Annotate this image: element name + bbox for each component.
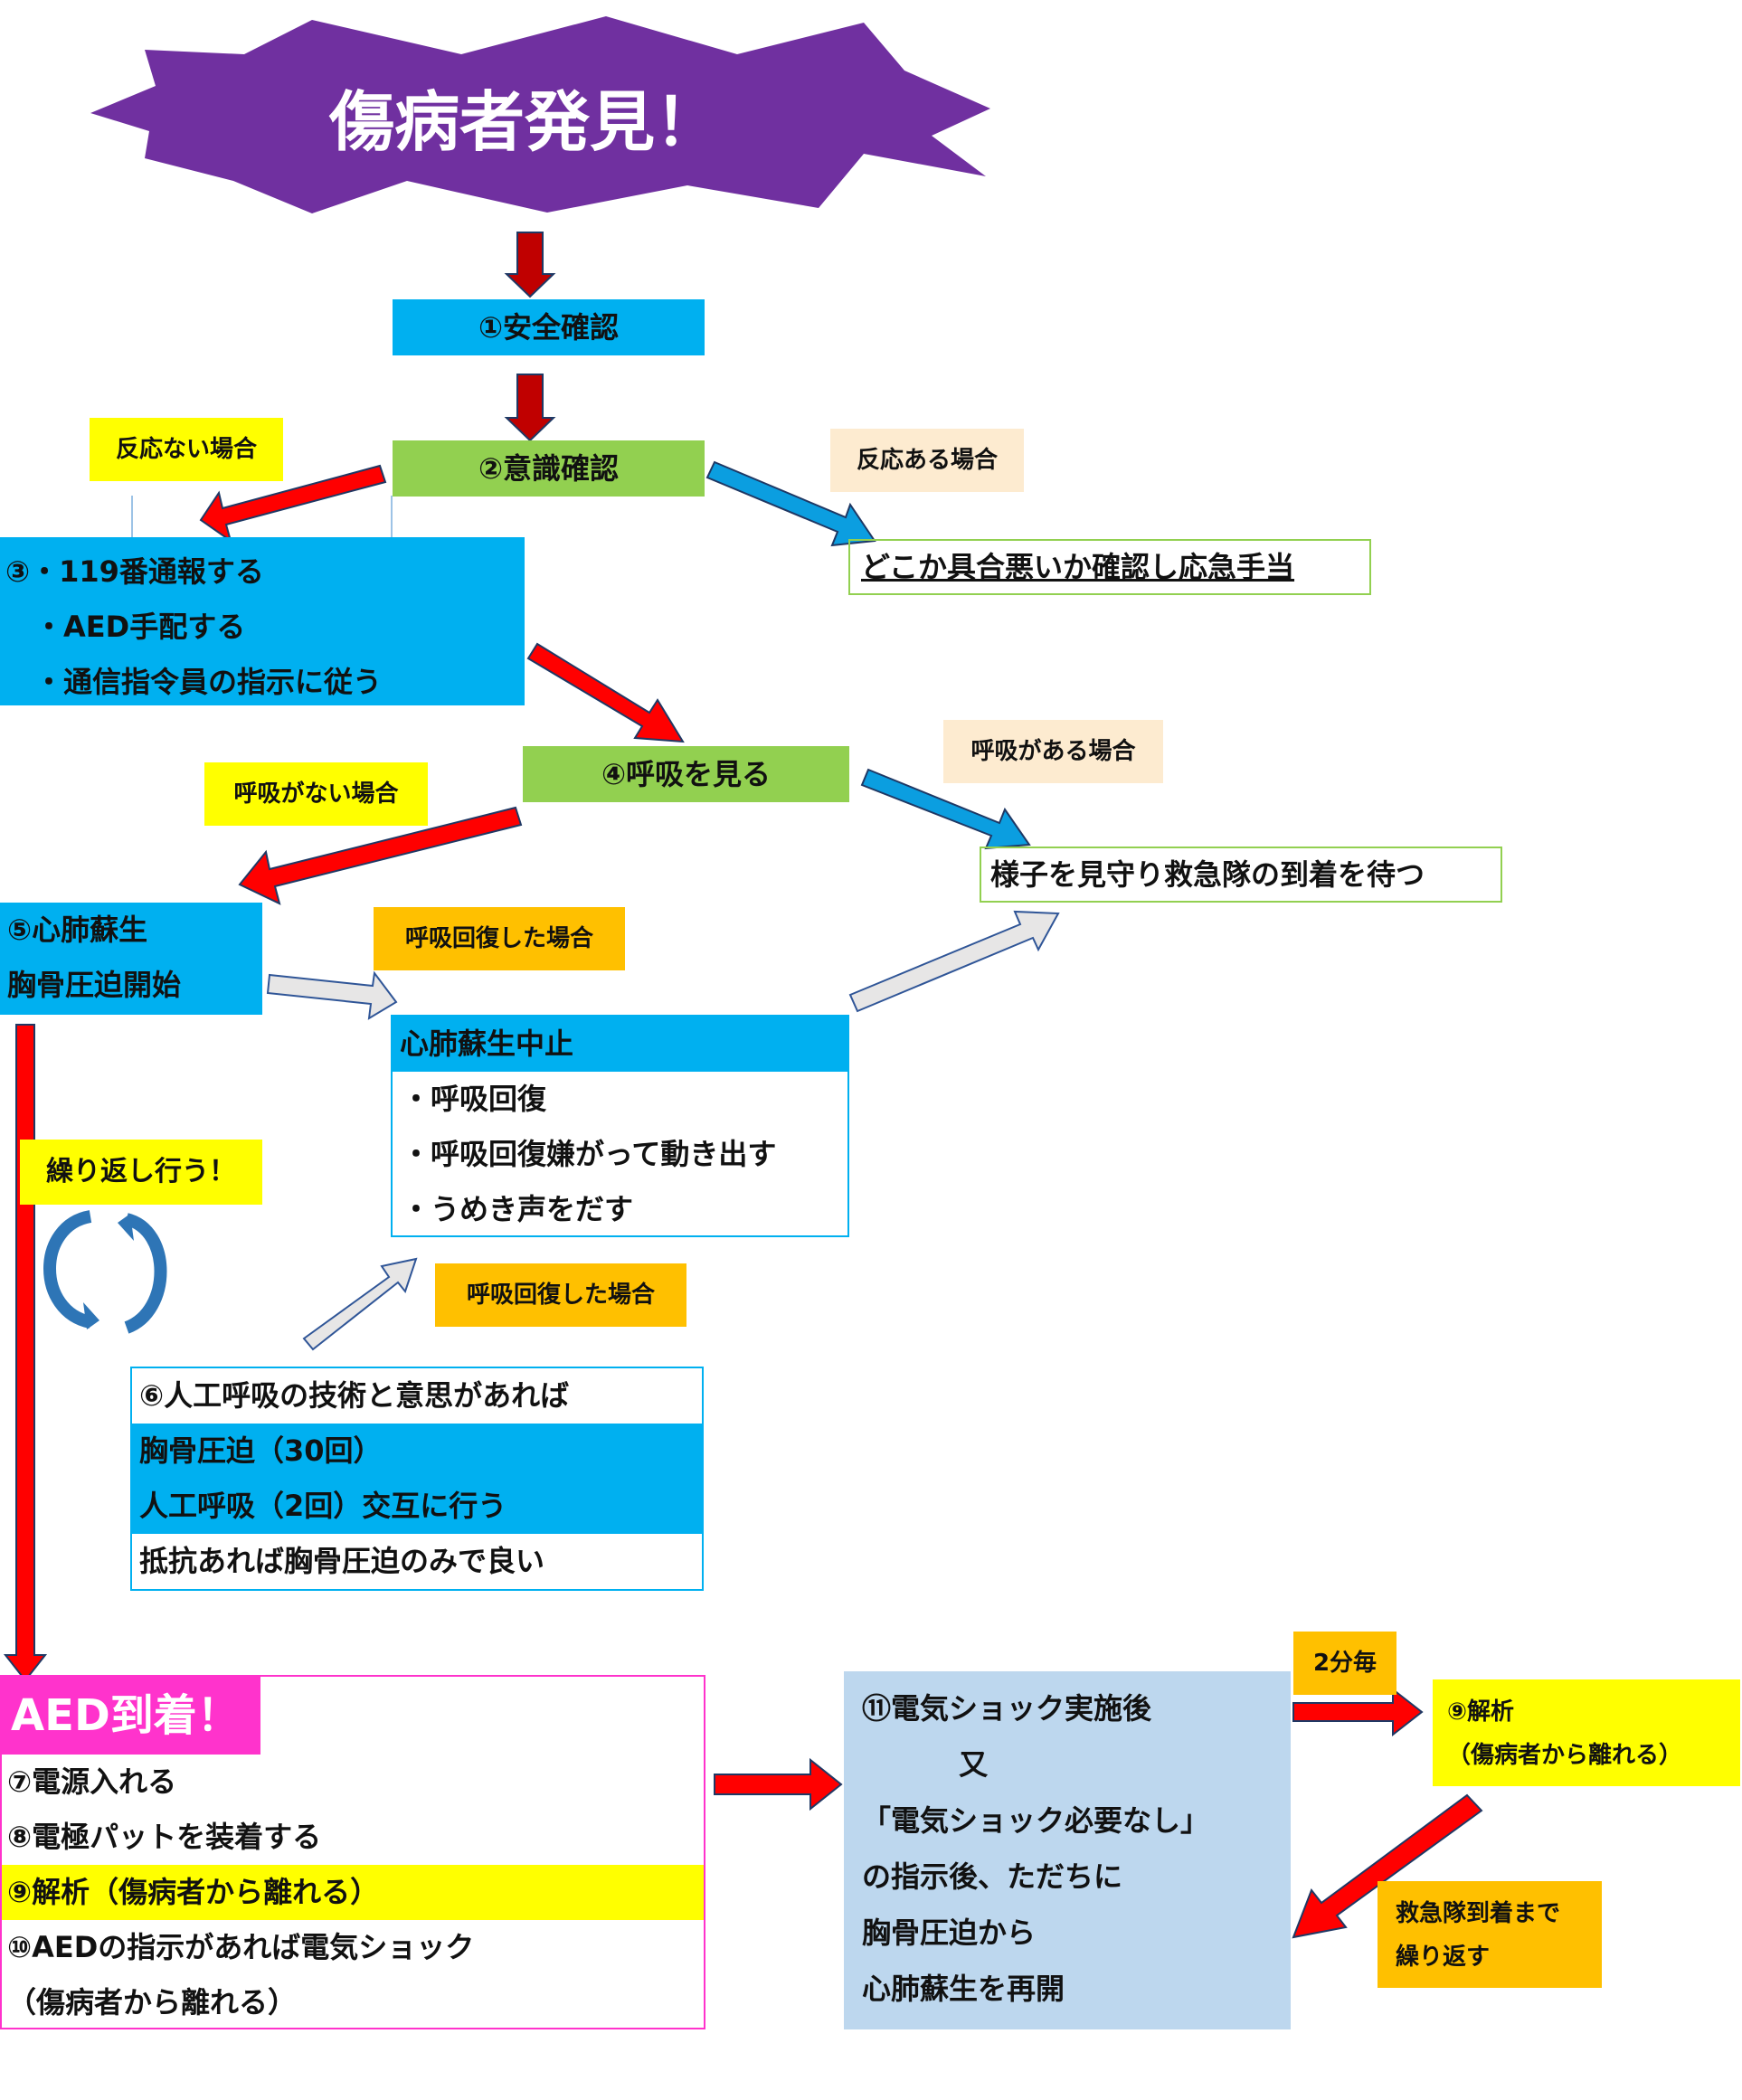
cpr-stop-item: ・呼吸回復嫌がって動き出す — [402, 1137, 777, 1171]
cpr-stop-box: 心肺蘇生中止 ・呼吸回復 ・呼吸回復嫌がって動き出す ・うめき声をだす — [391, 1015, 849, 1237]
step6-highlight: 胸骨圧迫（30回） 人工呼吸（2回）交互に行う — [132, 1424, 702, 1534]
step5-line: ⑤心肺蘇生 — [7, 913, 148, 947]
step3-line: ③・119番通報する — [5, 554, 264, 589]
label-no-response: 反応ない場合 — [90, 418, 283, 481]
arrow-red-back-to-step11 — [1292, 1793, 1483, 1939]
arrow-red-aed-to-step11 — [714, 1757, 843, 1811]
label-repeat: 繰り返し行う！ — [20, 1140, 262, 1205]
step11-line: ⑪電気ショック実施後 — [862, 1691, 1152, 1726]
analysis-box: ⑨解析 （傷病者から離れる） — [1433, 1679, 1740, 1786]
arrow-grey-to-breathing-action — [848, 910, 1060, 1013]
arrow-down-1 — [504, 232, 556, 298]
arrow-red-to-step4 — [526, 642, 685, 743]
repeat-cycle-icon — [43, 1210, 92, 1329]
step1-safety-check: ①安全確認 — [393, 299, 705, 355]
arrow-grey-step6-to-cpr-stop — [302, 1257, 418, 1351]
arrow-red-to-step3 — [199, 464, 387, 544]
aed-step7: ⑦電源入れる — [7, 1764, 177, 1799]
label-recovered-2: 呼吸回復した場合 — [435, 1263, 686, 1327]
label-repeat-until: 救急隊到着まで 繰り返す — [1378, 1881, 1602, 1988]
arrow-grey-to-cpr-stop — [266, 970, 398, 1020]
step5-cpr-box: ⑤心肺蘇生 胸骨圧迫開始 — [0, 903, 262, 1015]
step6-footer: 抵抗あれば胸骨圧迫のみで良い — [139, 1544, 545, 1578]
step11-line: の指示後、ただちに — [862, 1859, 1123, 1894]
arrow-red-down-long — [3, 1024, 48, 1682]
analysis-line: ⑨解析 — [1447, 1698, 1515, 1726]
arrow-red-to-step5 — [238, 806, 523, 905]
response-action: どこか具合悪いか確認し応急手当 — [848, 539, 1371, 595]
aed-box: AED到着！ ⑦電源入れる ⑧電極パットを装着する ⑨解析（傷病者から離れる） … — [0, 1675, 705, 2029]
label-breathing: 呼吸がある場合 — [943, 720, 1163, 783]
step5-line: 胸骨圧迫開始 — [7, 968, 182, 1002]
step11-line: 胸骨圧迫から — [862, 1916, 1037, 1950]
aed-step10b: （傷病者から離れる） — [7, 1985, 298, 2020]
step4-breathing-check: ④呼吸を見る — [523, 746, 849, 802]
aed-title: AED到着！ — [2, 1677, 260, 1755]
label-every-2min: 2分毎 — [1293, 1632, 1396, 1695]
breathing-action: 様子を見守り救急隊の到着を待つ — [980, 847, 1502, 903]
title-starburst — [90, 16, 990, 213]
step6-highlight-line: 人工呼吸（2回）交互に行う — [139, 1489, 507, 1523]
step2-consciousness-check: ②意識確認 — [393, 440, 705, 497]
repeat-until-line: 繰り返す — [1396, 1944, 1491, 1971]
label-recovered-1: 呼吸回復した場合 — [374, 907, 625, 970]
arrow-down-2 — [504, 374, 556, 442]
step6-header: ⑥人工呼吸の技術と意思があれば — [139, 1378, 570, 1413]
repeat-until-line: 救急隊到着まで — [1396, 1900, 1561, 1927]
step3-line: ・AED手配する — [5, 610, 246, 644]
arrow-blue-to-response — [705, 460, 876, 547]
step11-line: 又 — [862, 1747, 989, 1782]
cpr-stop-item: ・呼吸回復 — [402, 1082, 547, 1116]
arrow-red-to-analysis — [1292, 1687, 1424, 1737]
cpr-stop-item: ・うめき声をだす — [402, 1192, 634, 1226]
analysis-line: （傷病者から離れる） — [1447, 1742, 1683, 1769]
step11-box: ⑪電気ショック実施後 又 「電気ショック必要なし」 の指示後、ただちに 胸骨圧迫… — [844, 1671, 1291, 2029]
cpr-stop-header: 心肺蘇生中止 — [393, 1017, 847, 1072]
step11-line: 心肺蘇生を再開 — [862, 1972, 1065, 2006]
aed-step9: ⑨解析（傷病者から離れる） — [2, 1865, 704, 1920]
step3-line: ・通信指令員の指示に従う — [5, 665, 383, 699]
page-title: 傷病者発見！ — [328, 84, 720, 160]
cpr-stop-list: ・呼吸回復 ・呼吸回復嫌がって動き出す ・うめき声をだす — [393, 1072, 847, 1237]
label-no-breathing: 呼吸がない場合 — [204, 762, 428, 826]
step3-call-box: ③・119番通報する ・AED手配する ・通信指令員の指示に従う — [0, 537, 525, 705]
step6-rescue-breath-box: ⑥人工呼吸の技術と意思があれば 胸骨圧迫（30回） 人工呼吸（2回）交互に行う … — [130, 1367, 704, 1591]
aed-step10: ⑩AEDの指示があれば電気ショック — [7, 1930, 475, 1964]
step6-highlight-line: 胸骨圧迫（30回） — [139, 1433, 383, 1468]
step11-line: 「電気ショック必要なし」 — [862, 1803, 1210, 1838]
label-response: 反応ある場合 — [830, 429, 1024, 492]
aed-step8: ⑧電極パットを装着する — [7, 1820, 322, 1854]
